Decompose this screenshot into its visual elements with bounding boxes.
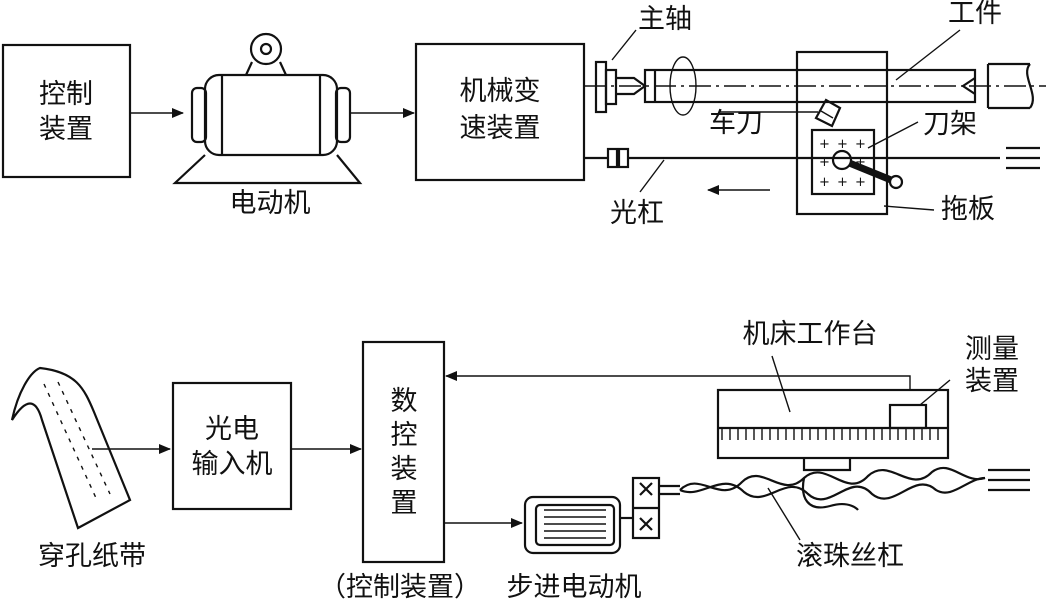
svg-text:+: +	[837, 175, 848, 190]
carriage-label: 拖板	[941, 194, 995, 225]
control-device-label-line1: 控制	[39, 79, 93, 110]
ball-screw: 滚珠丝杠	[659, 466, 1030, 572]
tool-rest-marks: + + + + + + + +	[819, 137, 866, 190]
electric-motor-label: 电动机	[230, 188, 311, 219]
svg-text:+: +	[819, 175, 830, 190]
table-leader	[771, 355, 791, 413]
svg-text:+: +	[837, 137, 848, 152]
spindle-leader	[611, 29, 637, 61]
gearbox-label-line2: 速装置	[460, 113, 541, 144]
measure-label-line2: 装置	[965, 366, 1019, 397]
nc-label-char1: 数	[391, 386, 418, 417]
feed-rod-label: 光杠	[610, 198, 664, 229]
spindle-and-workpiece: 主轴 工件	[584, 0, 1046, 116]
workpiece-leader	[895, 29, 961, 81]
measure-leader	[919, 379, 951, 406]
nc-label-char2: 控	[391, 420, 418, 451]
spindle-label: 主轴	[638, 4, 692, 35]
conventional-lathe-section: 控制 装置 电动机 机械变 速装置	[1, 0, 1046, 229]
machine-table-label: 机床工作台	[743, 319, 878, 350]
carriage-leader	[883, 205, 935, 211]
svg-text:+: +	[819, 137, 830, 152]
punched-tape-icon: 穿孔纸带	[10, 366, 146, 572]
stepper-motor-icon: 步进电动机	[507, 476, 661, 603]
nc-caption: （控制装置）	[319, 572, 481, 603]
electric-motor-icon: 电动机	[172, 32, 363, 219]
svg-text:+: +	[819, 155, 830, 170]
nc-machine-section: 穿孔纸带 光电 输入机 数 控 装 置 （控制装置）	[10, 319, 1030, 603]
gearbox-box: 机械变 速装置	[414, 42, 586, 182]
nc-device-box: 数 控 装 置	[361, 340, 446, 564]
tool-label: 车刀	[709, 108, 763, 139]
machine-table: 机床工作台 测量 装置	[716, 319, 1019, 472]
feedback-arrow	[445, 371, 911, 390]
tool-rest-label: 刀架	[923, 109, 977, 140]
svg-text:+: +	[855, 175, 866, 190]
feed-rod: 光杠	[584, 146, 1040, 229]
nc-label-char3: 装	[391, 454, 418, 485]
workpiece-label: 工件	[948, 0, 1002, 29]
ball-screw-leader	[767, 487, 801, 541]
svg-text:+: +	[855, 155, 866, 170]
stepper-motor-label: 步进电动机	[507, 572, 642, 603]
measure-label-line1: 测量	[965, 334, 1019, 365]
reader-label-line1: 光电	[205, 414, 259, 445]
tool-rest-leader	[867, 121, 919, 149]
feed-rod-leader	[639, 159, 665, 193]
ball-screw-label: 滚珠丝杠	[796, 541, 904, 572]
photoelectric-reader-box: 光电 输入机	[171, 381, 293, 511]
punched-tape-label: 穿孔纸带	[38, 541, 146, 572]
carriage-assembly: + + + + + + + + 车刀 刀架 拖板	[709, 50, 995, 225]
gearbox-label-line1: 机械变	[460, 76, 541, 107]
reader-label-line2: 输入机	[192, 449, 273, 480]
nc-label-char4: 置	[391, 488, 418, 519]
control-device-box: 控制 装置	[1, 43, 132, 179]
svg-text:+: +	[855, 137, 866, 152]
control-device-label-line2: 装置	[39, 114, 93, 145]
